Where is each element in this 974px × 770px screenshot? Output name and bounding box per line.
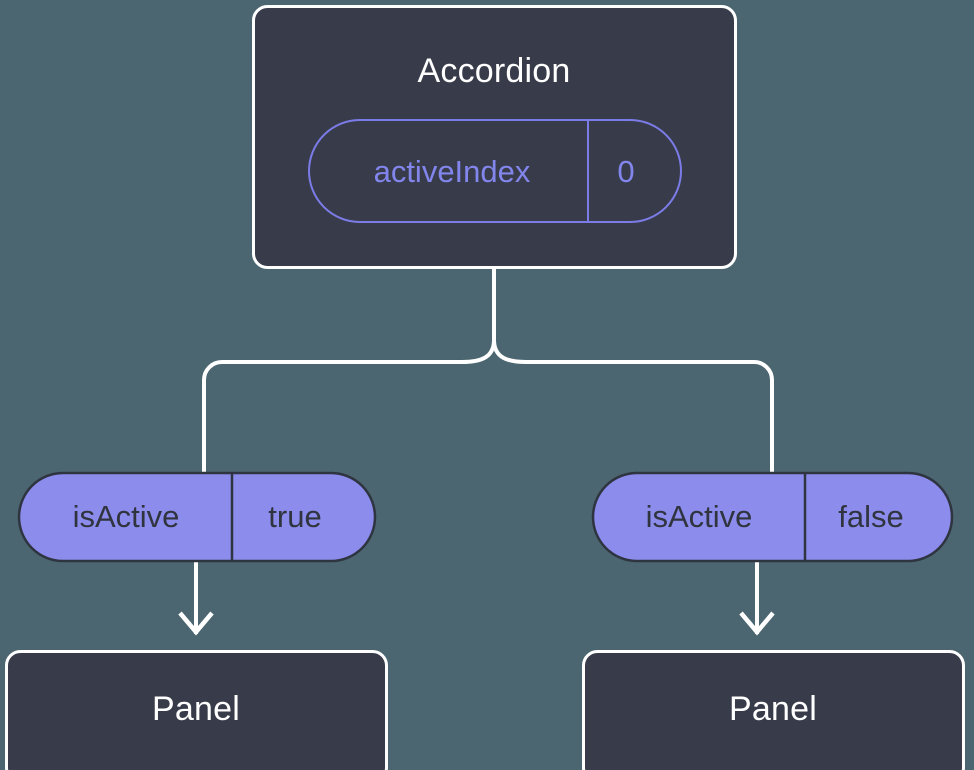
prop-pill-right-label: isActive [646, 499, 753, 534]
prop-pill-right-value: false [838, 499, 903, 534]
node-accordion[interactable]: Accordion activeIndex 0 [252, 5, 737, 269]
node-panel-left[interactable]: Panel [5, 650, 388, 770]
node-panel-right-box[interactable] [582, 650, 965, 770]
node-panel-right[interactable]: Panel [582, 650, 965, 770]
node-panel-left-title: Panel [152, 690, 240, 728]
prop-pill-left-value: true [268, 499, 321, 534]
arrow-head-left-icon [178, 611, 214, 636]
prop-pill-left-label: isActive [73, 499, 180, 534]
state-pill-activeindex-value: 0 [617, 154, 634, 189]
prop-pill-right-isactive[interactable]: isActive false [591, 471, 954, 563]
node-accordion-box[interactable] [252, 5, 737, 269]
prop-pill-right-shape[interactable] [591, 471, 954, 563]
connector-bracket-left [202, 339, 496, 472]
connector-group [178, 268, 775, 636]
node-panel-left-box[interactable] [5, 650, 388, 770]
prop-pill-left-shape[interactable] [17, 471, 377, 563]
state-pill-activeindex-shape[interactable] [308, 119, 682, 223]
arrow-head-right-icon [739, 611, 775, 636]
node-accordion-title: Accordion [418, 52, 571, 90]
node-panel-right-title: Panel [729, 690, 817, 728]
connector-bracket-right [492, 339, 774, 472]
state-pill-activeindex-label: activeIndex [374, 154, 531, 189]
prop-pill-left-isactive[interactable]: isActive true [17, 471, 377, 563]
state-pill-activeindex[interactable]: activeIndex 0 [308, 119, 682, 223]
